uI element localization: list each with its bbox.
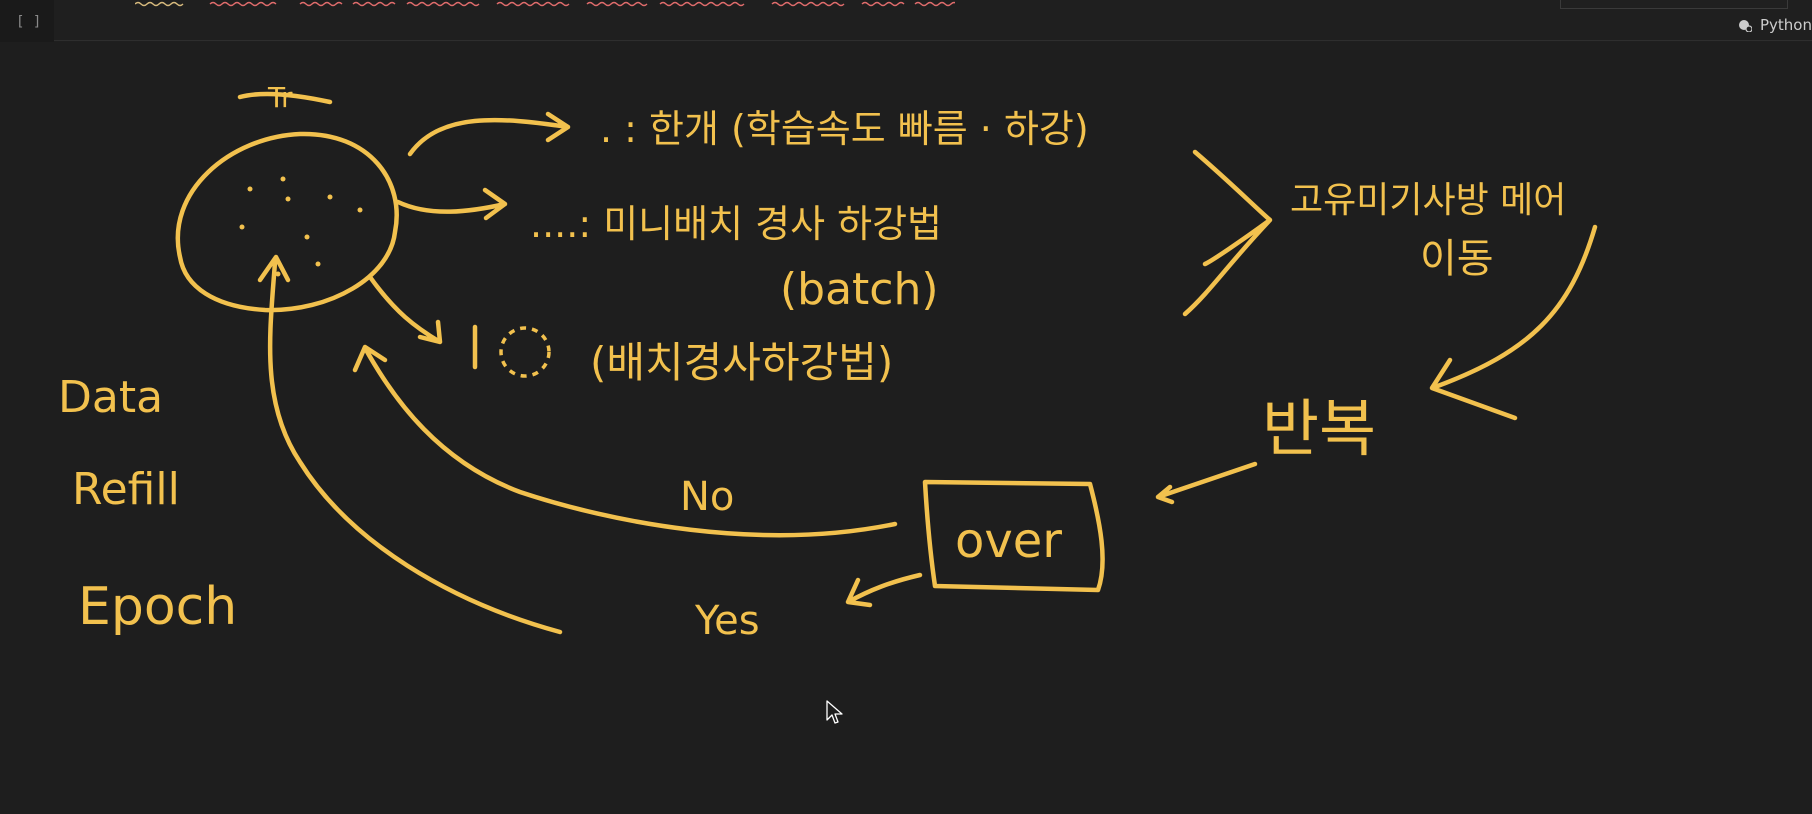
repeat-to-over-arrow: [1155, 461, 1258, 505]
side-label-refill: Refill: [72, 464, 180, 515]
mouse-pointer-icon: [826, 700, 843, 724]
kernel-status-icon: [1739, 20, 1752, 32]
decision-text: over: [955, 513, 1062, 569]
branch-1-text: . : 한개 (학습속도 빠름 · 하강): [600, 107, 1089, 151]
notebook-cell-toolbar: [ ] Python: [0, 0, 1812, 42]
cell-divider: [54, 40, 1812, 41]
merge-note-line1: 고유미기사방 메어: [1290, 180, 1566, 221]
handwritten-diagram: Tr . : 한개 (학습속도 빠름 · 하강) ....: 미니배치 경사 하…: [58, 81, 1598, 644]
output-scroll-box: [1560, 0, 1788, 9]
merge-note-line2: 이동: [1420, 236, 1494, 282]
branch-2-text: ....: 미니배치 경사 하강법: [530, 202, 942, 246]
no-label: No: [680, 474, 734, 520]
repeat-text: 반복: [1262, 392, 1376, 465]
train-underline: [237, 91, 333, 105]
merge-chevron: [1182, 149, 1273, 317]
branch-3-text: (배치경사하강법): [590, 338, 893, 387]
branch-arrow-1: [407, 111, 571, 157]
kernel-picker[interactable]: Python: [1738, 15, 1812, 35]
yes-label: Yes: [694, 598, 760, 644]
decision-box: [922, 479, 1105, 593]
side-label-epoch: Epoch: [78, 577, 237, 637]
branch-arrow-2: [395, 187, 508, 221]
branch-arrow-3: [367, 274, 443, 345]
branch-2-subtext: (batch): [780, 264, 939, 315]
no-arrow: [352, 344, 898, 538]
kernel-label: Python: [1760, 16, 1812, 34]
dataset-circle: [175, 131, 399, 313]
cell-gutter: [ ]: [0, 0, 54, 42]
side-label-data: Data: [58, 372, 163, 423]
yes-arrow: [845, 572, 923, 608]
branch-3-dashed-circle: [472, 324, 551, 378]
train-label: Tr: [267, 81, 293, 114]
cell-collapse-icon[interactable]: [ ]: [16, 14, 42, 30]
epoch-loop-arrow: [257, 254, 563, 635]
spellcheck-squiggles: [135, 1, 955, 7]
repeat-arrow: [1429, 224, 1598, 421]
